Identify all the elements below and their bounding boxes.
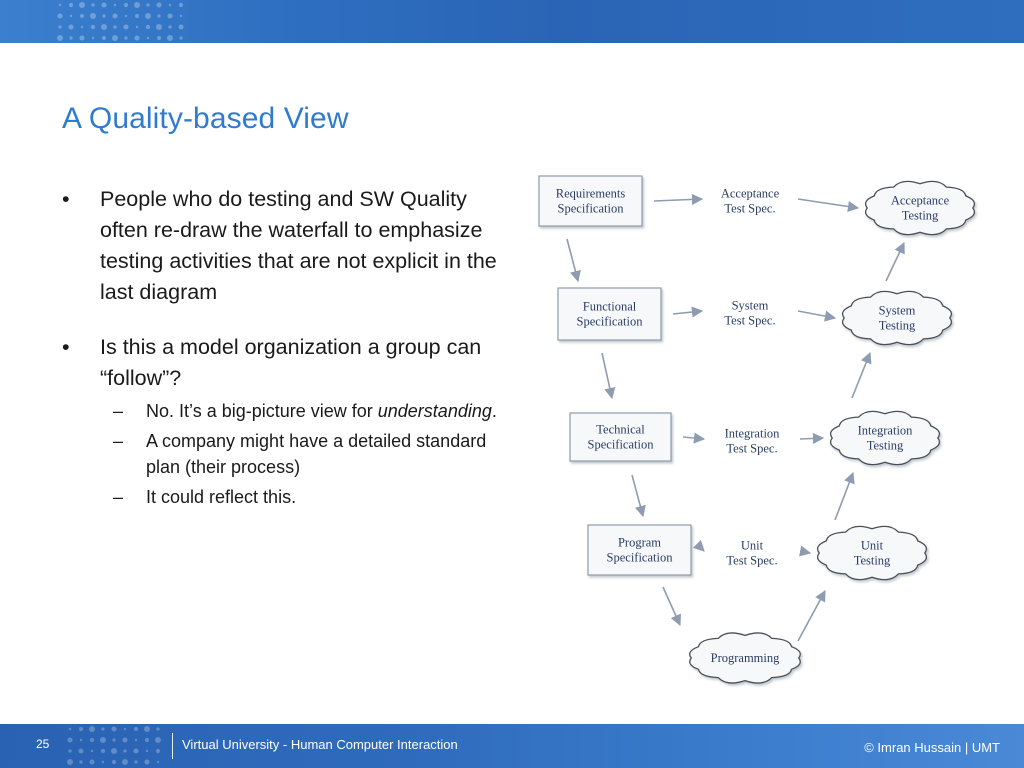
- sub-bullet-item: – A company might have a detailed standa…: [113, 428, 502, 480]
- flow-arrow: [799, 545, 812, 557]
- up-arrow: [834, 471, 855, 521]
- spec-box-rect: [587, 524, 692, 576]
- up-arrow: [885, 241, 905, 282]
- bullet-text: People who do testing and SW Quality oft…: [100, 187, 497, 304]
- footer-copyright: © Imran Hussain | UMT: [864, 740, 1000, 755]
- dash-marker: –: [113, 401, 124, 421]
- cloud-shape: [816, 525, 928, 581]
- top-banner: [0, 0, 1024, 43]
- sub-bullet-item: – It could reflect this.: [113, 484, 502, 510]
- bullet-item: • People who do testing and SW Quality o…: [62, 184, 502, 308]
- sub-bullet-text: No. It’s a big-picture view for understa…: [146, 401, 497, 421]
- bullet-marker: •: [62, 187, 70, 211]
- up-arrow: [797, 590, 826, 642]
- down-arrow: [566, 238, 581, 283]
- decorative-dots: [67, 726, 161, 765]
- spec-box-rect: [538, 175, 643, 227]
- spec-box-rect: [569, 412, 672, 462]
- bullet-item: • Is this a model organization a group c…: [62, 332, 502, 394]
- emphasis-text: understanding: [377, 401, 492, 421]
- bottom-banner: [0, 724, 1024, 768]
- up-arrow: [851, 351, 872, 399]
- flow-arrow: [692, 539, 705, 552]
- programming-label: Programming: [711, 651, 780, 665]
- spec-box-rect: [557, 287, 662, 341]
- slide-title: A Quality-based View: [62, 102, 349, 135]
- flow-arrow: [799, 432, 825, 445]
- cloud-shape: [864, 180, 976, 236]
- down-arrow: [601, 352, 616, 400]
- dash-marker: –: [113, 431, 124, 451]
- sub-bullet-text: A company might have a detailed standard…: [146, 431, 487, 477]
- sub-bullet-item: – No. It’s a big-picture view for unders…: [113, 398, 502, 424]
- down-arrow: [662, 586, 681, 627]
- flow-arrow: [653, 193, 704, 206]
- page-number: 25: [36, 737, 50, 751]
- bullet-text: Is this a model organization a group can…: [100, 335, 482, 390]
- flow-arrow: [682, 432, 706, 444]
- bullet-list: • People who do testing and SW Quality o…: [62, 184, 502, 510]
- flow-arrow: [672, 306, 704, 318]
- decorative-dots: [57, 2, 184, 41]
- footer-divider: [172, 733, 173, 759]
- cloud-shape: [689, 632, 801, 684]
- cloud-shape: [829, 410, 941, 466]
- dash-marker: –: [113, 487, 124, 507]
- flow-arrow: [797, 310, 837, 322]
- programming-cloud: Programming: [689, 632, 801, 684]
- cloud-shape: [841, 290, 953, 346]
- footer-course-title: Virtual University - Human Computer Inte…: [182, 737, 458, 752]
- down-arrow: [631, 474, 646, 518]
- bullet-marker: •: [62, 335, 70, 359]
- flow-arrow: [797, 198, 860, 213]
- sub-bullet-text: It could reflect this.: [146, 487, 297, 507]
